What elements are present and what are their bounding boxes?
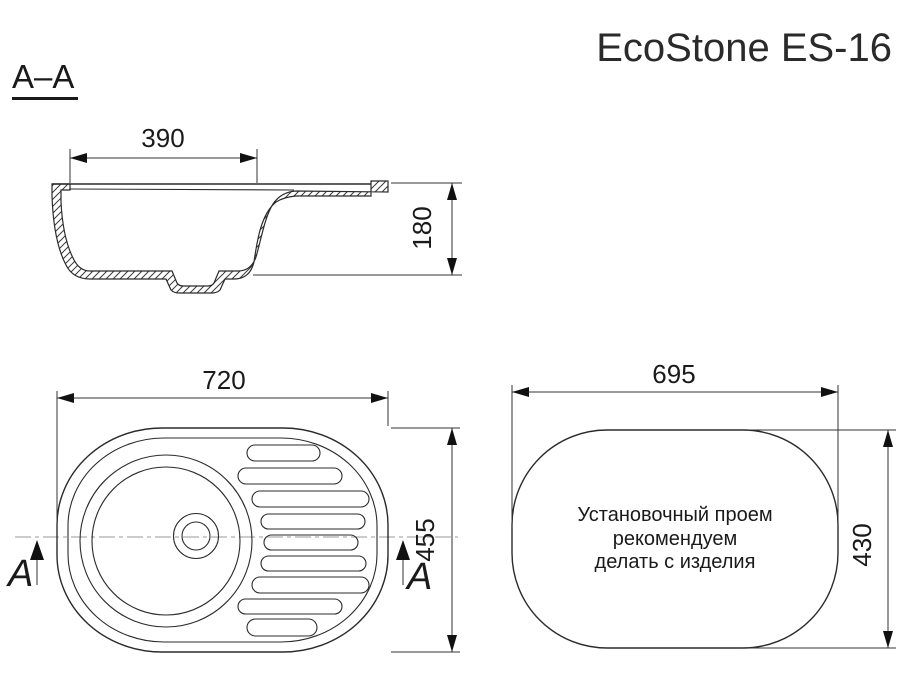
plan-view: 720 455 A A — [6, 365, 460, 653]
dim-arrow-up — [883, 430, 893, 447]
dim-arrow-up — [447, 428, 457, 445]
rib — [260, 513, 366, 530]
sink-outer-rim — [56, 427, 389, 653]
rib — [263, 534, 359, 551]
dimension-bowl-depth: 180 — [253, 182, 462, 276]
dimension-overall-length: 720 — [56, 365, 389, 543]
cutout-view: Установочный проем рекомендуем делать с … — [511, 359, 896, 649]
dim-arrow-right — [240, 153, 257, 163]
dim-arrow-left — [70, 153, 87, 163]
rib — [260, 555, 367, 572]
dim-arrow-left — [57, 393, 74, 403]
dim-arrow-right — [371, 393, 388, 403]
section-marker-label: A — [6, 553, 33, 595]
rib — [246, 444, 321, 462]
dimension-180-label: 180 — [407, 206, 437, 249]
dim-arrow-right — [821, 387, 838, 397]
dimension-bowl-width: 390 — [69, 123, 258, 183]
dimension-720-label: 720 — [202, 365, 245, 395]
section-material-hatched — [51, 180, 389, 294]
rib — [237, 598, 343, 615]
sink-inner-rim — [67, 437, 378, 643]
dimension-opening-length: 695 — [511, 359, 839, 528]
section-marker-left: A — [6, 540, 44, 595]
dimension-430-label: 430 — [847, 523, 877, 566]
rib — [246, 618, 318, 637]
section-far-edge-line — [69, 188, 295, 191]
dimension-overall-width: 455 — [391, 427, 460, 653]
dim-arrow-left — [512, 387, 529, 397]
drainboard-ribs — [237, 444, 370, 637]
dim-arrow-down — [447, 635, 457, 652]
cross-section-view: 390 180 — [51, 123, 462, 294]
section-label: A–A — [12, 59, 79, 100]
section-arrow-up — [30, 540, 44, 560]
cutout-outline — [511, 429, 839, 649]
dim-arrow-down — [447, 258, 457, 275]
cutout-note-line-3: делать с изделия — [595, 551, 756, 573]
bowl-inner-edge — [91, 466, 241, 616]
rib — [251, 576, 370, 594]
rib — [251, 490, 370, 508]
drain-hole — [181, 521, 211, 551]
cutout-note-line-1: Установочный проем — [577, 504, 772, 526]
dim-arrow-up — [447, 183, 457, 200]
section-arrow-up — [396, 540, 410, 560]
dimension-695-label: 695 — [652, 359, 695, 389]
cutout-note-line-2: рекомендуем — [613, 528, 738, 550]
dimension-390-label: 390 — [141, 123, 184, 153]
dimension-opening-width: 430 — [748, 429, 896, 649]
dimension-455-label: 455 — [410, 518, 440, 561]
rib — [237, 467, 343, 485]
section-marker-label: A — [405, 556, 432, 598]
bowl-outer-edge — [79, 454, 253, 628]
section-marker-right: A — [396, 540, 432, 598]
drain-outer-circle — [172, 512, 220, 560]
page-title: EcoStone ES-16 — [596, 26, 892, 70]
dim-arrow-down — [883, 631, 893, 648]
